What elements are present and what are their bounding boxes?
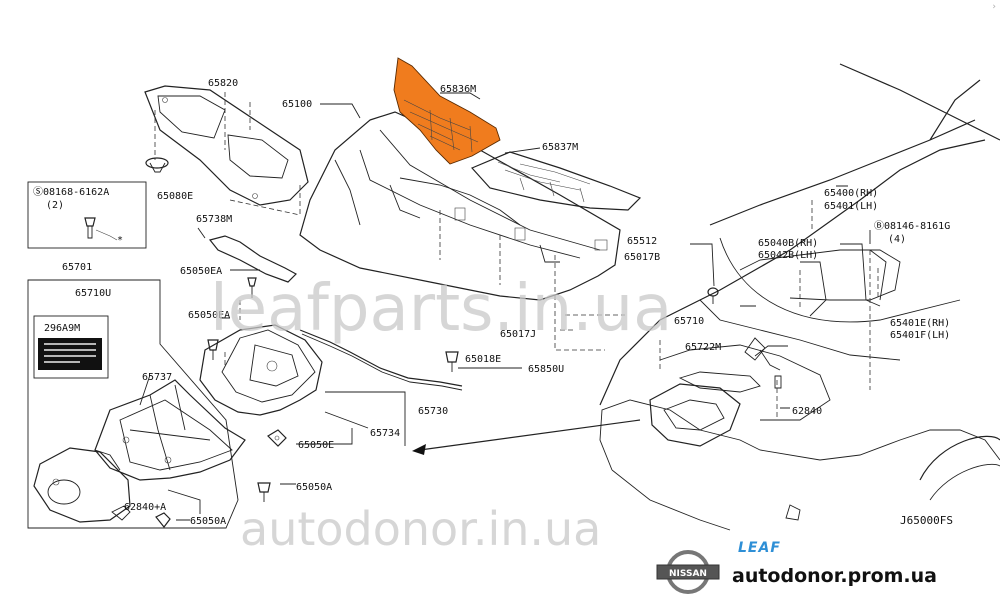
deflector-65837m xyxy=(470,151,642,211)
clip-65050e xyxy=(267,429,287,447)
label-08168-6162a: Ⓢ08168-6162A xyxy=(33,186,109,198)
label-65820: 65820 xyxy=(208,78,238,89)
bolt-65050a-1 xyxy=(257,482,271,502)
leader-65100 xyxy=(320,103,361,119)
direction-arrow xyxy=(412,419,641,455)
label-65017b: 65017B xyxy=(624,252,660,263)
fastener-65050ea-2 xyxy=(207,339,219,360)
label-65050ea-2: 65050EA xyxy=(188,310,230,321)
label-62840: 62840 xyxy=(792,406,822,417)
label-65734: 65734 xyxy=(370,428,400,439)
watermark-bottom: autodonor.in.ua xyxy=(240,502,601,556)
label-65710: 65710 xyxy=(674,316,704,327)
highlighted-part-65836m xyxy=(393,57,501,165)
vehicle-body-outline xyxy=(599,63,1000,531)
screw-box: * xyxy=(27,181,147,249)
label-65701: 65701 xyxy=(62,262,92,273)
clip-65018e xyxy=(445,351,459,372)
leader-65820 xyxy=(224,92,251,150)
label-65017j: 65017J xyxy=(500,329,536,340)
lock-support-65730 xyxy=(199,324,323,416)
bolt-65050a-2 xyxy=(155,512,171,528)
corner-mark: › xyxy=(992,2,996,12)
label-65018e: 65018E xyxy=(465,354,501,365)
svg-text:*: * xyxy=(117,235,123,246)
label-65080e: 65080E xyxy=(157,191,193,202)
label-frame-65701 xyxy=(27,279,239,529)
leaf-model-badge: LEAF xyxy=(738,540,781,556)
nissan-logo: NISSAN xyxy=(656,550,720,594)
label-65730: 65730 xyxy=(418,406,448,417)
clip-65080e xyxy=(145,157,169,173)
label-62840a: 62840+A xyxy=(124,502,166,513)
rubber-seal-65738m xyxy=(208,235,297,283)
emblem-plate xyxy=(33,447,131,523)
label-65837m: 65837M xyxy=(542,142,578,153)
nissan-logo-text: NISSAN xyxy=(669,569,707,579)
hood-insulator-panel xyxy=(144,85,309,206)
label-65836m: 65836M xyxy=(440,84,476,95)
label-65100: 65100 xyxy=(282,99,312,110)
label-65040b-rh: 65040B(RH) xyxy=(758,238,818,249)
label-65401e-rh: 65401E(RH) xyxy=(890,318,950,329)
label-65850u: 65850U xyxy=(528,364,564,375)
label-65400-rh: 65400(RH) xyxy=(824,188,878,199)
label-65050e: 65050E xyxy=(298,440,334,451)
diagram-code: J65000FS xyxy=(900,514,953,527)
label-65050a-1: 65050A xyxy=(296,482,332,493)
fastener-65050ea-1 xyxy=(247,277,257,298)
hood-lock-assembly xyxy=(94,379,246,481)
label-65722m: 65722M xyxy=(685,342,721,353)
clip-65512 xyxy=(707,287,719,304)
label-65710u: 65710U xyxy=(75,288,111,299)
label-65042b-lh: 65042B(LH) xyxy=(758,250,818,261)
label-65050ea-1: 65050EA xyxy=(180,266,222,277)
label-08146-8161g: Ⓑ08146-8161G xyxy=(874,220,950,232)
leader-65836m xyxy=(440,92,481,100)
label-65401-lh: 65401(LH) xyxy=(824,201,878,212)
site-url: autodonor.prom.ua xyxy=(732,565,937,587)
label-296a9m: 296A9M xyxy=(44,323,80,334)
label-65050a-2: 65050A xyxy=(190,516,226,527)
leader-65837m xyxy=(504,147,541,154)
label-65737: 65737 xyxy=(142,372,172,383)
release-cable xyxy=(299,329,463,387)
part-labels: 65820 65100 65836M 65837M 65080E Ⓢ08168-… xyxy=(33,78,950,527)
watermark-main: leafparts.in.ua xyxy=(210,272,672,346)
label-08168-qty: (2) xyxy=(46,200,64,211)
label-65512: 65512 xyxy=(627,236,657,247)
label-65738m: 65738M xyxy=(196,214,232,225)
label-65401f-lh: 65401F(LH) xyxy=(890,330,950,341)
label-08146-qty: (4) xyxy=(888,234,906,245)
